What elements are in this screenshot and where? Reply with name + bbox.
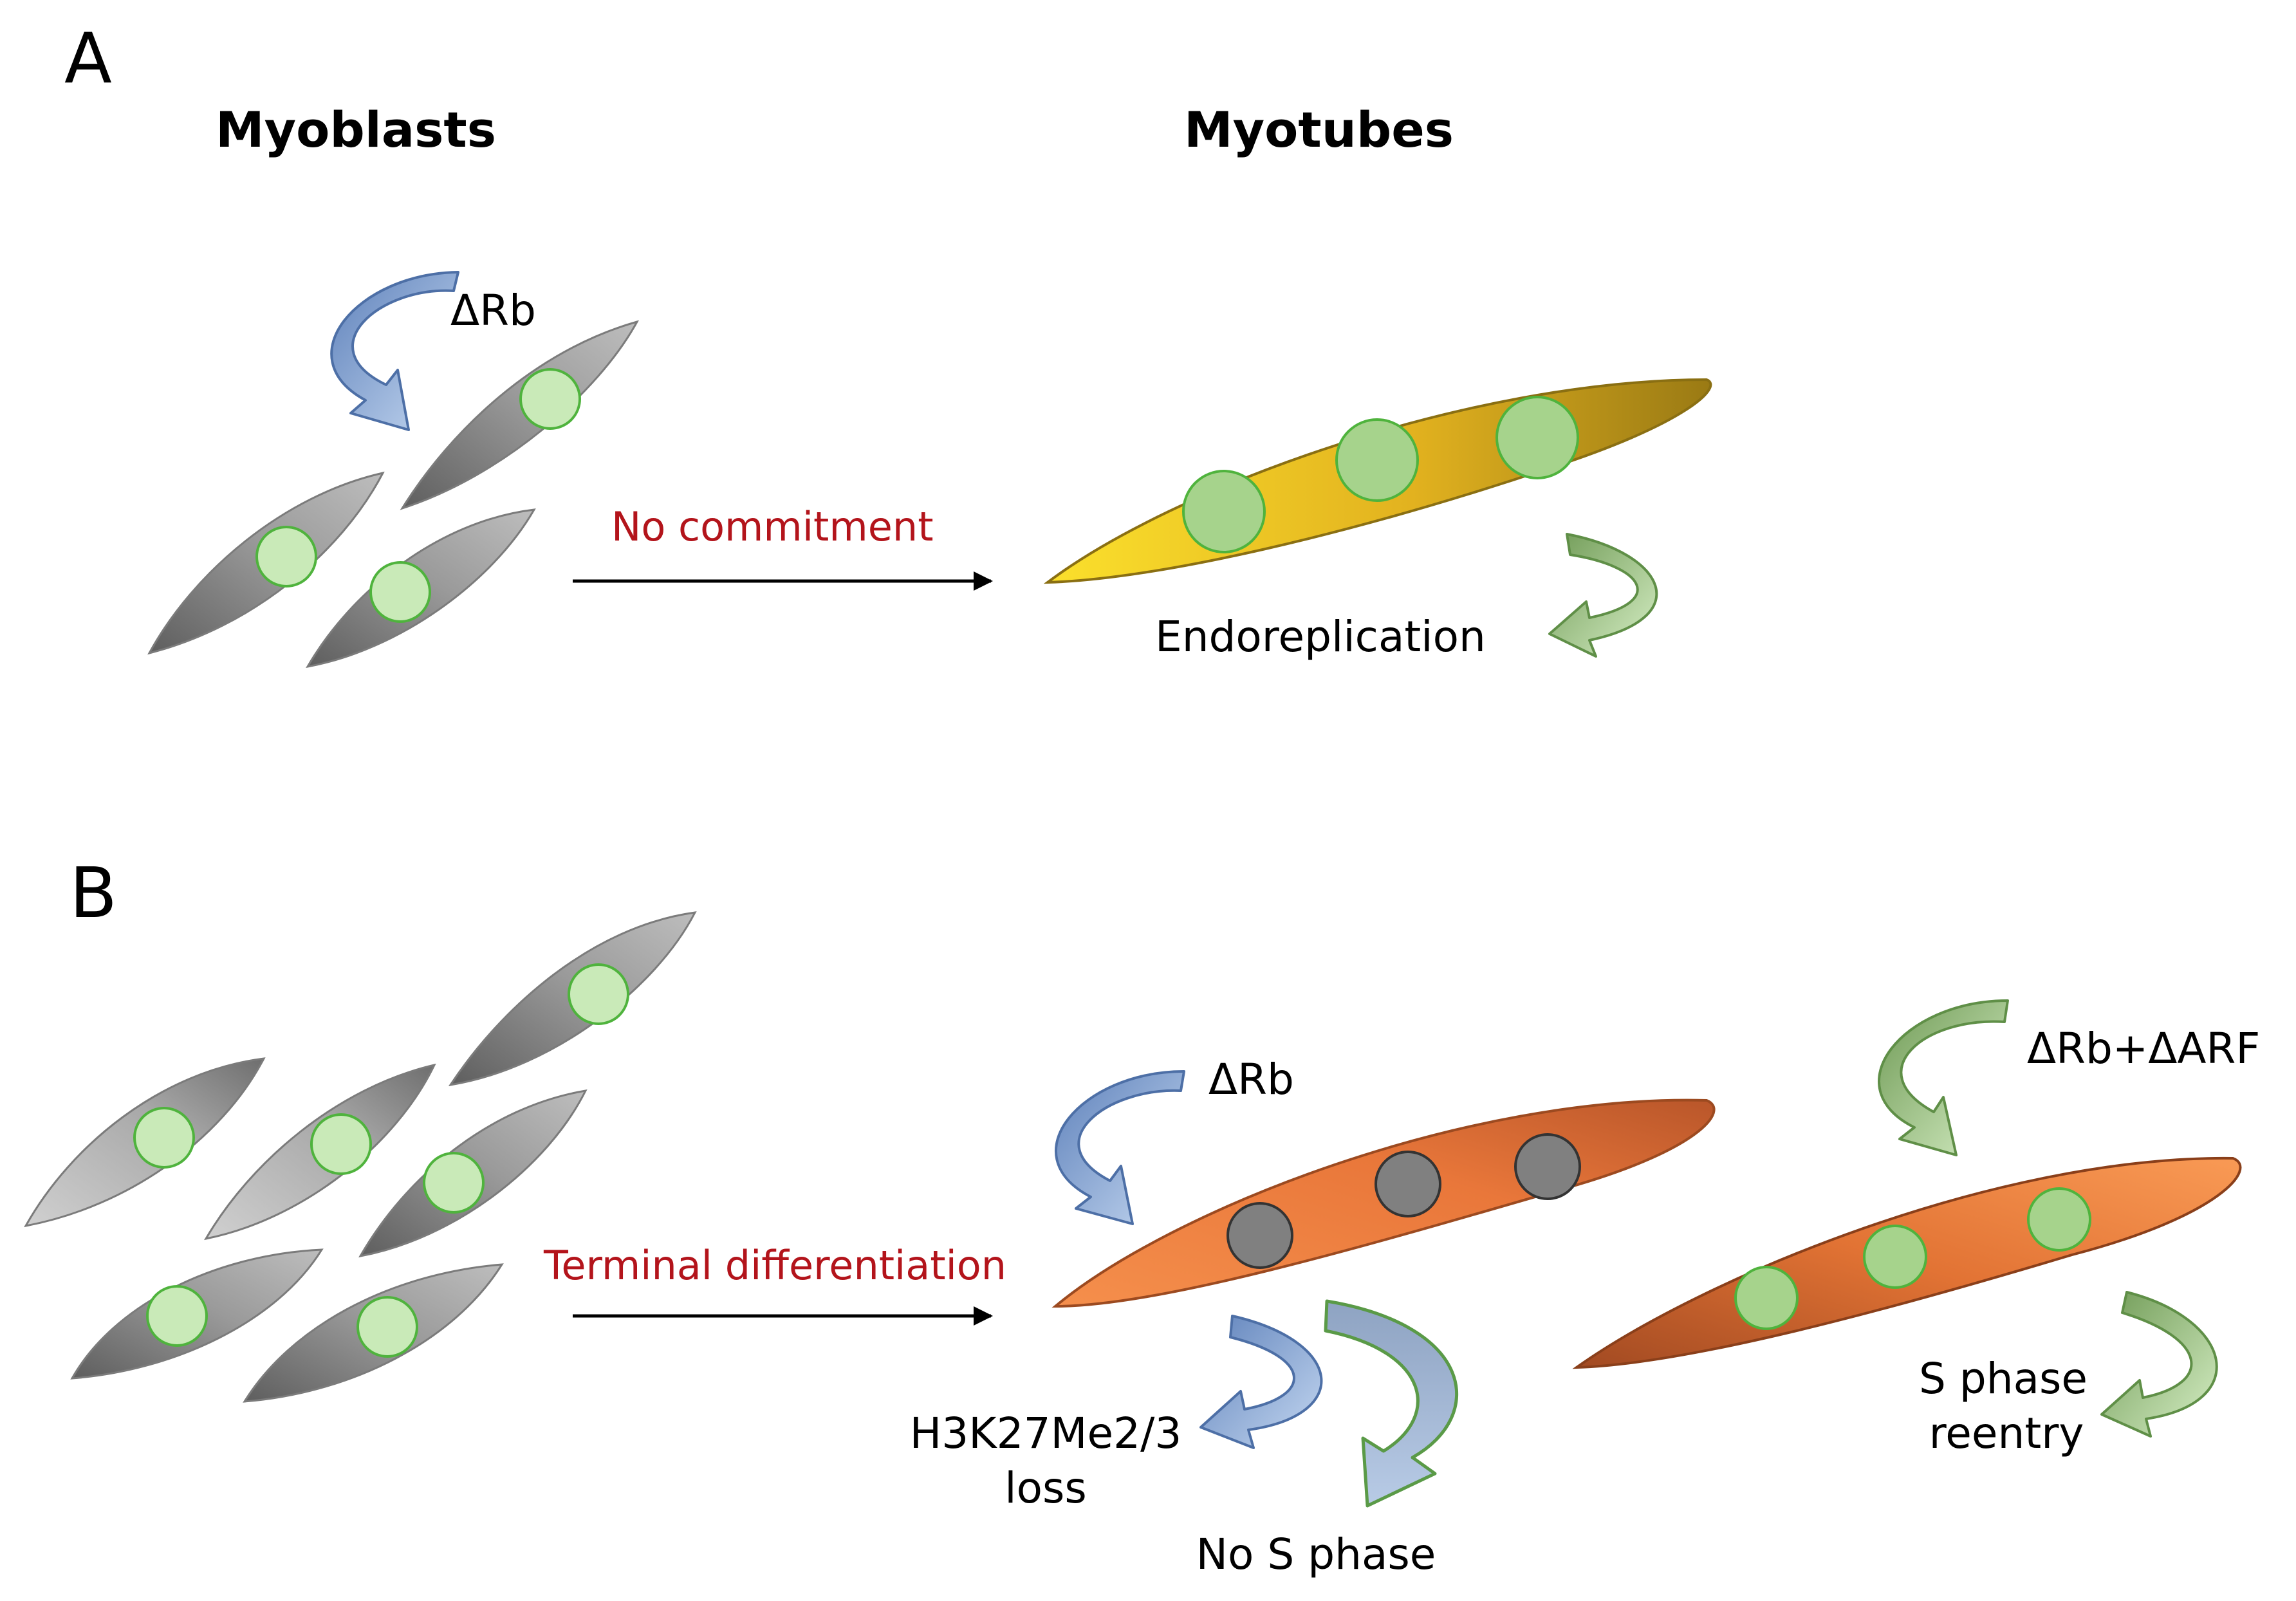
panel-a-letter: A xyxy=(64,19,112,99)
nucleus xyxy=(1863,1225,1927,1289)
nucleus xyxy=(255,526,317,588)
myotube xyxy=(1572,1156,2242,1369)
nucleus xyxy=(2027,1187,2091,1252)
nucleus xyxy=(1182,470,1266,553)
endoreplication-label: Endoreplication xyxy=(1155,612,1486,662)
no-s-phase-label: No S phase xyxy=(1196,1530,1436,1579)
blue-curved-arrow-icon xyxy=(1055,1070,1185,1225)
nucleus xyxy=(1514,1133,1581,1200)
myoblast-cell xyxy=(306,508,536,669)
myoblast-cell xyxy=(400,320,640,510)
myoblast-cell xyxy=(70,1248,324,1380)
blue-green-curved-arrow-icon xyxy=(1324,1299,1459,1508)
panel-b-letter: B xyxy=(69,853,117,934)
nucleus xyxy=(423,1152,485,1214)
delta-rb-label: ΔRb xyxy=(1208,1055,1294,1104)
delta-rb-label: ΔRb xyxy=(450,286,536,335)
nucleus xyxy=(1375,1151,1441,1217)
nucleus xyxy=(1734,1266,1799,1330)
nucleus xyxy=(369,561,431,623)
myoblast-cell xyxy=(147,471,385,655)
nucleus xyxy=(1335,418,1419,502)
myoblast-cell xyxy=(204,1063,436,1241)
nucleus xyxy=(1227,1202,1293,1269)
myoblast-cell xyxy=(358,1089,588,1258)
myoblast-cell xyxy=(24,1057,266,1228)
nucleus xyxy=(356,1296,418,1358)
h3k27-label-line2: loss xyxy=(1004,1463,1087,1513)
s-phase-reentry-label-line2: reentry xyxy=(1929,1409,2084,1458)
myotube xyxy=(1051,1098,1716,1308)
process-label: No commitment xyxy=(611,503,934,550)
myotube xyxy=(1043,378,1712,584)
myoblast-cell xyxy=(243,1263,504,1403)
nucleus xyxy=(568,963,629,1025)
s-phase-reentry-label: S phase xyxy=(1919,1354,2088,1403)
green-curved-arrow-icon xyxy=(1878,999,2009,1156)
green-curved-arrow-icon xyxy=(1548,533,1658,658)
nucleus xyxy=(519,368,581,430)
myotubes-heading: Myotubes xyxy=(1184,101,1454,158)
delta-rb-arf-label: ΔRb+ΔARF xyxy=(2027,1024,2260,1073)
nucleus xyxy=(310,1113,372,1175)
nucleus xyxy=(146,1285,208,1347)
h3k27-label: H3K27Me2/3 xyxy=(910,1409,1182,1458)
myoblast-cell xyxy=(448,911,697,1087)
process-label: Terminal differentiation xyxy=(543,1242,1006,1289)
nucleus xyxy=(133,1107,195,1169)
myoblasts-heading: Myoblasts xyxy=(216,101,496,158)
blue-curved-arrow-icon xyxy=(1199,1315,1323,1449)
nucleus xyxy=(1495,396,1579,479)
blue-curved-arrow-icon xyxy=(330,271,459,431)
green-curved-arrow-icon xyxy=(2100,1291,2218,1438)
